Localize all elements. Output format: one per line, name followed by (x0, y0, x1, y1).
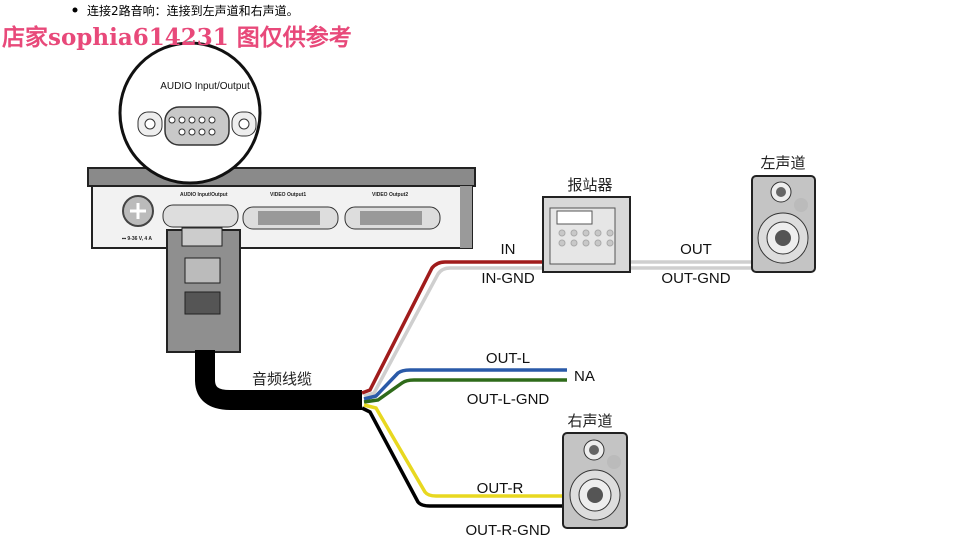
announcer-display (556, 210, 593, 225)
label-na: NA (574, 368, 595, 385)
bullet-text: 连接2路音响：连接到左声道和右声道。 (87, 3, 299, 18)
announcer-label: 报站器 (567, 176, 612, 194)
wire-out-r-gnd (361, 406, 572, 508)
video1-label: VIDEO Output1 (270, 192, 306, 198)
wire-out-l-gnd (363, 378, 567, 404)
audio-port (162, 204, 239, 228)
wire-out-r (363, 403, 572, 498)
zoom-callout: AUDIO Input/Output (118, 41, 262, 185)
audio-cable (195, 350, 362, 410)
label-in: IN (501, 241, 516, 258)
label-in-gnd: IN-GND (481, 270, 534, 287)
left-speaker-label: 左声道 (760, 154, 805, 172)
audio-port-label: AUDIO Input/Output (180, 192, 228, 198)
label-out-r-gnd: OUT-R-GND (466, 522, 551, 539)
right-speaker-label: 右声道 (567, 412, 612, 430)
video2-label: VIDEO Output2 (372, 192, 408, 198)
wires (361, 260, 755, 508)
label-out-gnd: OUT-GND (661, 270, 730, 287)
power-label: ⎓ 9-36 V, 4 A (122, 236, 152, 242)
label-out-l-gnd: OUT-L-GND (467, 391, 550, 408)
label-out-r: OUT-R (477, 480, 524, 497)
wire-in (361, 260, 545, 395)
db9-connector-icon (164, 106, 230, 146)
right-speaker (562, 432, 628, 529)
db9-plug (166, 227, 241, 353)
announcer-device (542, 196, 631, 273)
label-out: OUT (680, 241, 712, 258)
label-out-l: OUT-L (486, 350, 530, 367)
wire-in-gnd (363, 266, 545, 398)
left-speaker (751, 175, 816, 273)
watermark: 店家sophia614231 图仅供参考 (2, 24, 352, 51)
zoom-label: AUDIO Input/Output (160, 81, 250, 92)
cable-label: 音频线缆 (252, 370, 312, 388)
device-panel: ⎓ 9-36 V, 4 A AUDIO Input/Output VIDEO O… (87, 167, 476, 249)
bullet-icon (72, 7, 78, 13)
wire-out-l (363, 368, 567, 401)
